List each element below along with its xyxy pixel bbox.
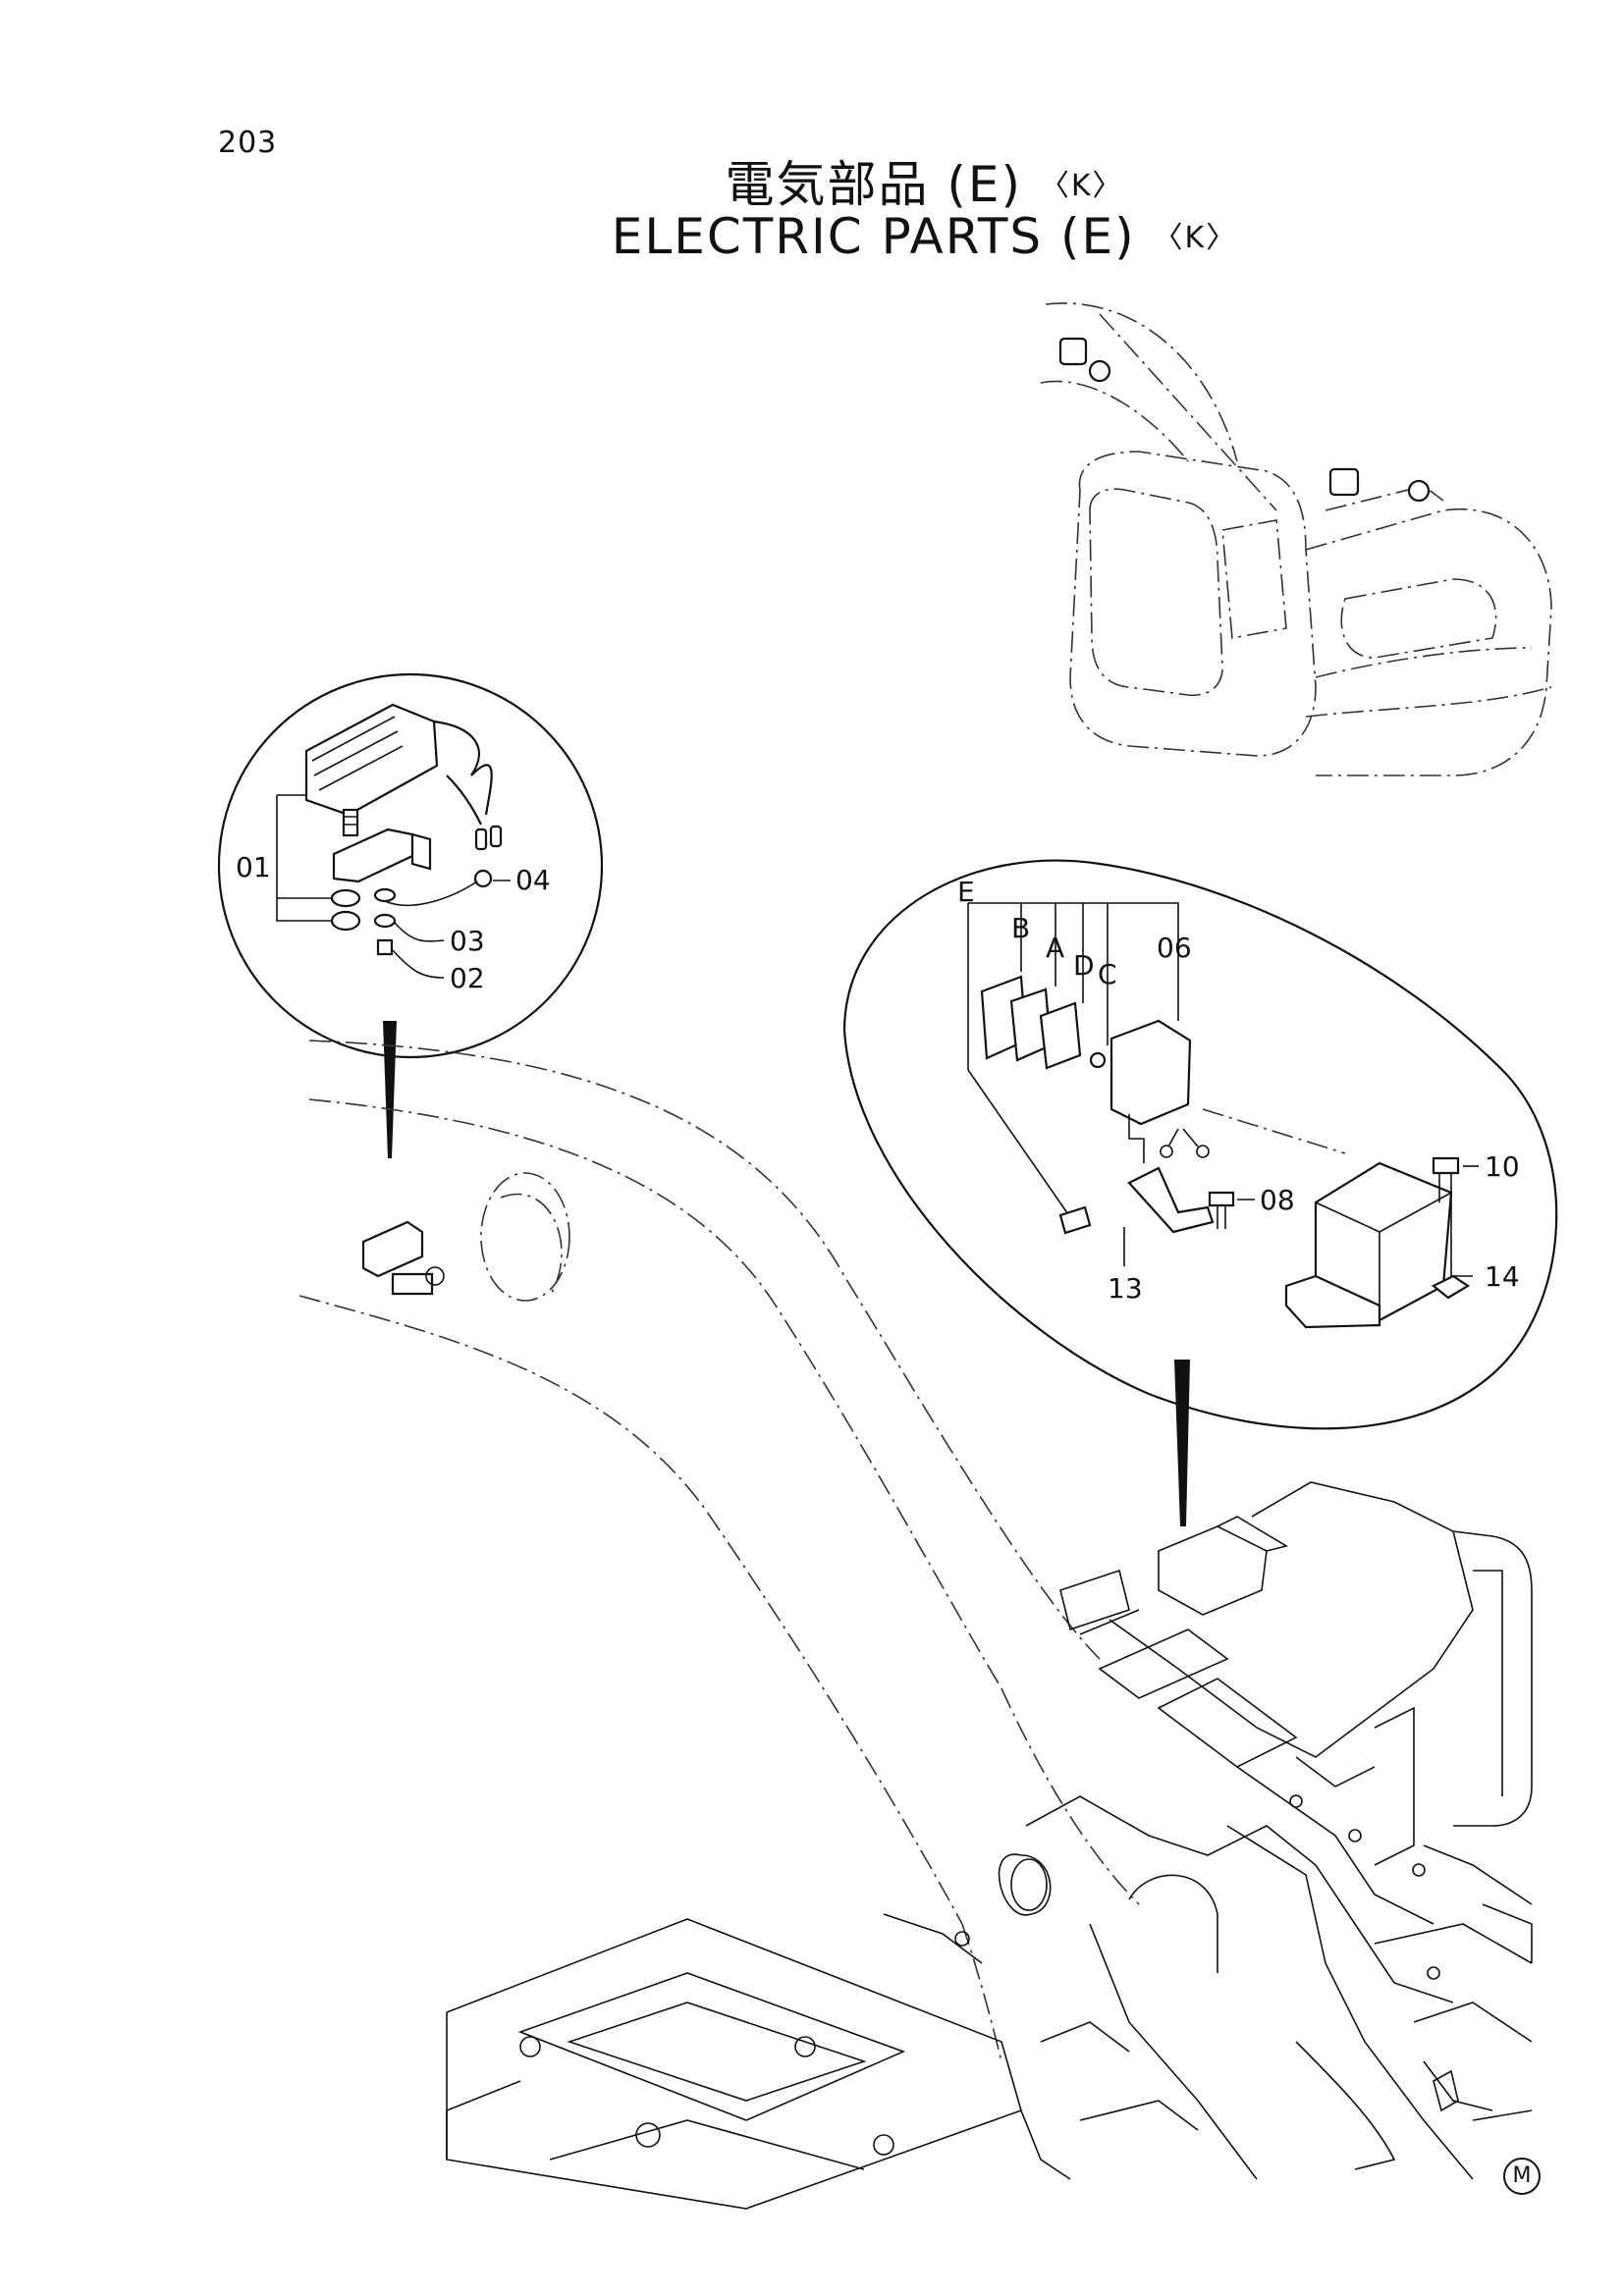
excavator-overview xyxy=(1040,302,1552,776)
title-jp-text: 電気部品 (E) xyxy=(725,156,1022,213)
upper-structure xyxy=(1059,1481,1533,1963)
relay-mount-flange-icon xyxy=(1284,1274,1381,1329)
callout-03: 03 xyxy=(450,925,485,957)
title-en-variant: 〈K〉 xyxy=(1153,221,1238,255)
callout-e: E xyxy=(957,876,975,908)
callout-02: 02 xyxy=(450,962,485,994)
lamp-bolt-icon xyxy=(1058,1205,1092,1235)
work-light-lamp-icon xyxy=(304,703,439,817)
connector-icon xyxy=(474,828,488,851)
bolt-icon xyxy=(376,938,394,956)
callout-b: B xyxy=(1011,912,1030,944)
boom-light-small-icon xyxy=(1058,337,1088,366)
relay-installed-icon xyxy=(1158,1525,1268,1616)
pointer-right xyxy=(1174,1360,1190,1526)
boom-structure xyxy=(298,1040,1140,2062)
callout-04: 04 xyxy=(515,864,551,896)
work-light-bracket-icon xyxy=(332,828,414,883)
callout-13: 13 xyxy=(1108,1272,1143,1305)
spring-washer-icon xyxy=(330,888,361,908)
rear-lamp-housing-icon xyxy=(1109,1019,1192,1126)
bolt-10-icon xyxy=(1432,1156,1460,1175)
title-japanese: 電気部品 (E) 〈K〉 xyxy=(113,145,1623,216)
gasket-d-icon xyxy=(1039,1001,1082,1070)
swing-frame xyxy=(446,1794,1533,2210)
callout-10: 10 xyxy=(1485,1150,1520,1183)
callout-c: C xyxy=(1098,958,1117,990)
callout-d: D xyxy=(1073,949,1095,982)
boom-light-mount-icon xyxy=(1088,359,1111,383)
nut-icon xyxy=(330,910,361,932)
rear-lamp-detail: E B A D C 06 13 08 10 14 xyxy=(842,859,1558,1526)
title-english: ELECTRIC PARTS (E) 〈K〉 xyxy=(113,208,1623,265)
footer-mark: M xyxy=(1503,2158,1541,2195)
callout-14: 14 xyxy=(1485,1260,1520,1293)
bulb-c-icon xyxy=(1089,1051,1107,1069)
washer-icon xyxy=(373,913,397,929)
detail-circle-left xyxy=(217,672,604,1059)
callout-08: 08 xyxy=(1260,1184,1295,1216)
callout-06: 06 xyxy=(1157,932,1192,964)
callout-01: 01 xyxy=(236,851,271,883)
detail-ellipse-right xyxy=(842,859,1558,1430)
cable-clip-icon xyxy=(473,869,493,888)
cab-beacon-small-icon xyxy=(1407,479,1431,503)
title-jp-variant: 〈K〉 xyxy=(1039,169,1124,203)
callout-a: A xyxy=(1046,932,1064,964)
boom-work-light-icon xyxy=(361,1220,424,1278)
title-en-text: ELECTRIC PARTS (E) xyxy=(611,208,1136,265)
cab-light-small-icon xyxy=(1328,467,1360,497)
work-light-detail: 01 04 03 02 xyxy=(217,672,604,1158)
lamp-bracket-icon xyxy=(1127,1166,1215,1234)
pointer-left xyxy=(383,1021,397,1158)
page-number: 203 xyxy=(218,126,278,160)
bolt-08-icon xyxy=(1208,1191,1235,1207)
